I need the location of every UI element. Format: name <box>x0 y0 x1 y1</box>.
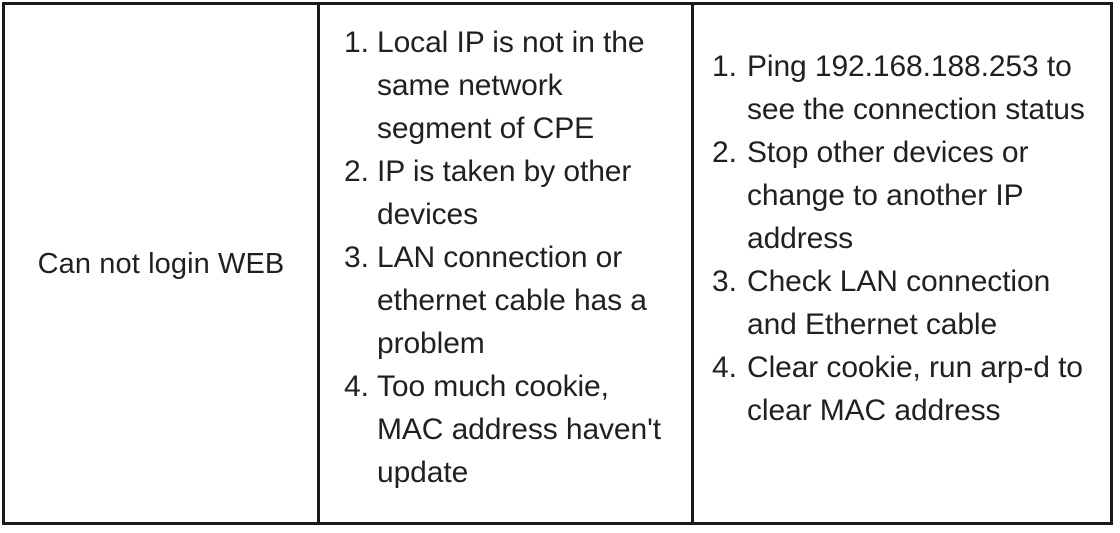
list-item-label: Clear cookie, run arp-d to clear MAC add… <box>747 351 1083 427</box>
list-item-number: 2. <box>712 136 737 169</box>
list-item-label: Ping 192.168.188.253 to see the connecti… <box>747 50 1085 126</box>
list-item-number: 4. <box>344 370 369 403</box>
list-item: 4. Clear cookie, run arp-d to clear MAC … <box>712 346 1108 432</box>
list-item: 1. Local IP is not in the same network s… <box>344 21 683 150</box>
list-item-number: 1. <box>344 26 369 59</box>
list-item-label: Local IP is not in the same network segm… <box>377 26 645 145</box>
list-item-number: 2. <box>344 155 369 188</box>
symptom-text: Can not login WEB <box>37 247 285 280</box>
troubleshooting-table: Can not login WEB 1. Local IP is not in … <box>2 2 1113 525</box>
list-item: 2. Stop other devices or change to anoth… <box>712 131 1108 260</box>
list-item: 2. IP is taken by other devices <box>344 150 683 236</box>
cell-symptom: Can not login WEB <box>5 5 317 522</box>
cause-list: 1. Local IP is not in the same network s… <box>344 21 683 494</box>
cell-solution: 1. Ping 192.168.188.253 to see the conne… <box>694 5 1116 522</box>
column-divider-1 <box>317 5 320 522</box>
list-item: 1. Ping 192.168.188.253 to see the conne… <box>712 45 1108 131</box>
list-item-label: Check LAN connection and Ethernet cable <box>747 265 1051 341</box>
list-item-label: LAN connection or ethernet cable has a p… <box>377 241 647 360</box>
list-item-label: Stop other devices or change to another … <box>747 136 1029 255</box>
list-item: 3. LAN connection or ethernet cable has … <box>344 236 683 365</box>
list-item-number: 3. <box>712 265 737 298</box>
list-item: 4. Too much cookie, MAC address haven't … <box>344 365 683 494</box>
solution-list: 1. Ping 192.168.188.253 to see the conne… <box>712 45 1108 432</box>
cell-possible-cause: 1. Local IP is not in the same network s… <box>320 5 691 522</box>
column-divider-2 <box>691 5 694 522</box>
list-item-number: 3. <box>344 241 369 274</box>
list-item-label: Too much cookie, MAC address haven't upd… <box>377 370 661 489</box>
list-item-number: 1. <box>712 50 737 83</box>
list-item-number: 4. <box>712 351 737 384</box>
list-item-label: IP is taken by other devices <box>377 155 632 231</box>
list-item: 3. Check LAN connection and Ethernet cab… <box>712 260 1108 346</box>
